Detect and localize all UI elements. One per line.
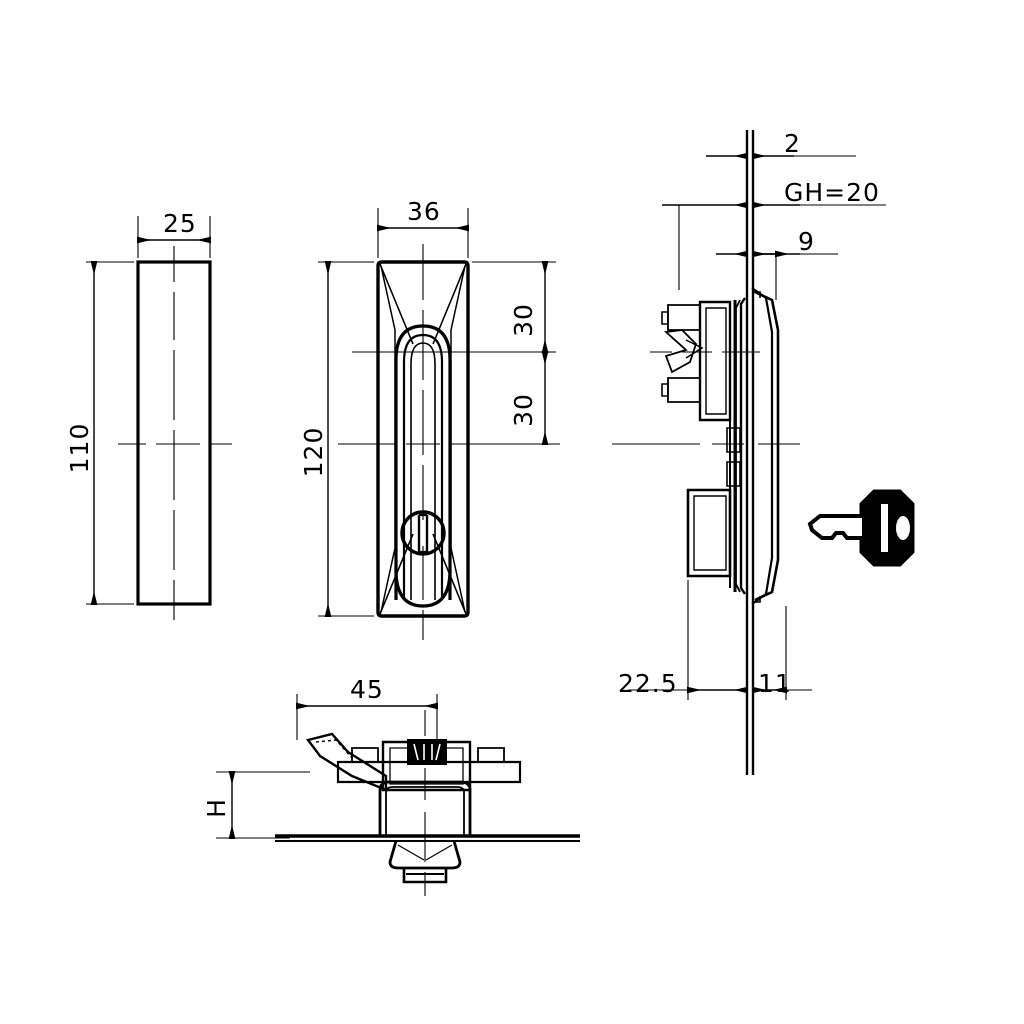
cam-lever-detail bbox=[685, 339, 704, 359]
dimension-label-22-5: 22.5 bbox=[618, 669, 678, 698]
front-view-outer-plate bbox=[376, 260, 470, 618]
dimension-22-5 bbox=[628, 580, 748, 700]
front-view-recess-bottom bbox=[394, 569, 452, 608]
bottom-view-nut bbox=[388, 840, 462, 870]
right-section-view bbox=[612, 130, 886, 775]
cam-bolt-lower bbox=[661, 383, 669, 397]
bottom-view-flange bbox=[336, 760, 522, 784]
dimension-36 bbox=[377, 208, 469, 258]
bottom-view-boss-ribs bbox=[413, 743, 441, 761]
handle-bezel bbox=[739, 297, 746, 595]
bottom-view-screw-left bbox=[351, 747, 379, 763]
latch-tab-lower bbox=[726, 461, 741, 487]
dimension-label-2: 2 bbox=[784, 129, 801, 158]
dimension-label-30-upper: 30 bbox=[509, 303, 538, 337]
lock-barrel-inner bbox=[693, 495, 727, 571]
key-icon bbox=[807, 489, 915, 567]
dimension-label-36: 36 bbox=[407, 197, 441, 226]
dimension-9 bbox=[716, 250, 838, 300]
front-view-taper-left bbox=[380, 265, 396, 613]
cam-bolt-upper bbox=[661, 311, 669, 325]
dimension-label-h: H bbox=[202, 798, 231, 818]
panel-nib-top bbox=[753, 291, 761, 298]
dimension-label-11: 11 bbox=[758, 669, 792, 698]
cam-bracket-lower bbox=[667, 377, 701, 403]
bottom-view-nut-taper bbox=[397, 844, 453, 861]
cam-lever bbox=[663, 329, 698, 374]
bottom-view bbox=[216, 694, 580, 896]
front-view bbox=[318, 208, 560, 640]
dimension-25 bbox=[137, 216, 211, 258]
dimension-label-45: 45 bbox=[350, 675, 384, 704]
lock-barrel bbox=[686, 488, 732, 578]
dimension-h bbox=[216, 771, 310, 839]
side-view bbox=[86, 216, 232, 620]
handle-outer-profile-inner bbox=[751, 287, 774, 605]
handle-outer-profile bbox=[754, 290, 780, 602]
dimension-120 bbox=[318, 261, 374, 617]
bottom-view-cam-hatch bbox=[315, 739, 353, 759]
front-view-taper-right bbox=[450, 265, 466, 613]
panel-nib-bottom bbox=[753, 596, 761, 603]
cam-bracket-upper bbox=[667, 304, 701, 331]
lock-keyway bbox=[417, 515, 429, 552]
dimension-110 bbox=[86, 261, 134, 605]
bottom-view-boss bbox=[407, 739, 447, 765]
bottom-view-screw-right bbox=[477, 747, 505, 763]
dimension-label-120: 120 bbox=[299, 427, 328, 478]
mechanism-housing-inner bbox=[705, 307, 727, 415]
dimension-gh-20 bbox=[662, 201, 886, 290]
dimension-11 bbox=[752, 606, 812, 700]
dimension-label-9: 9 bbox=[798, 227, 815, 256]
dimension-label-110: 110 bbox=[65, 423, 94, 474]
dimension-label-25: 25 bbox=[163, 209, 197, 238]
dimension-label-gh: GH=20 bbox=[784, 178, 880, 207]
dimension-45 bbox=[296, 694, 438, 740]
dimension-30-upper bbox=[472, 261, 556, 353]
bottom-view-cam-lever bbox=[305, 732, 388, 792]
dimension-label-30-lower: 30 bbox=[509, 393, 538, 427]
